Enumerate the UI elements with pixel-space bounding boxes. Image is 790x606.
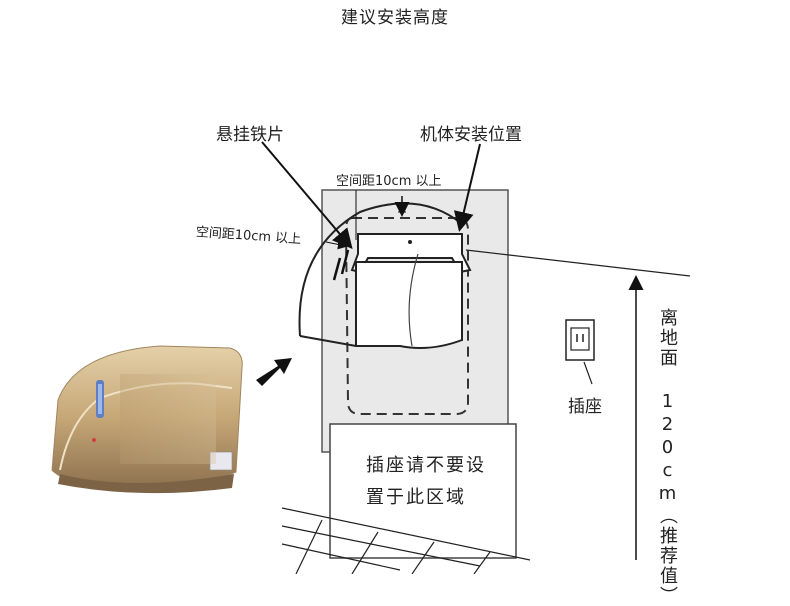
installation-diagram [51, 141, 691, 574]
label-height: 离地面 120cm（推荐值） [657, 308, 678, 606]
label-body-position: 机体安装位置 [420, 125, 522, 145]
label-clearance-top: 空间距10cm 以上 [336, 174, 442, 189]
body-leader [453, 143, 481, 232]
bracket-leader [261, 141, 353, 250]
pointer-arrow [256, 358, 292, 386]
no-socket-zone [329, 423, 517, 559]
floor-tiles [281, 507, 531, 574]
bracket-plate [350, 233, 472, 274]
diagram-title: 建议安装高度 [341, 8, 449, 28]
dryer-photo [51, 345, 243, 494]
label-socket: 插座 [568, 397, 602, 417]
dryer-arc [298, 202, 463, 337]
label-no-socket-line1: 插座请不要设 [366, 455, 486, 476]
label-no-socket-line2: 置于此区域 [366, 487, 466, 508]
label-bracket: 悬挂铁片 [216, 125, 284, 145]
